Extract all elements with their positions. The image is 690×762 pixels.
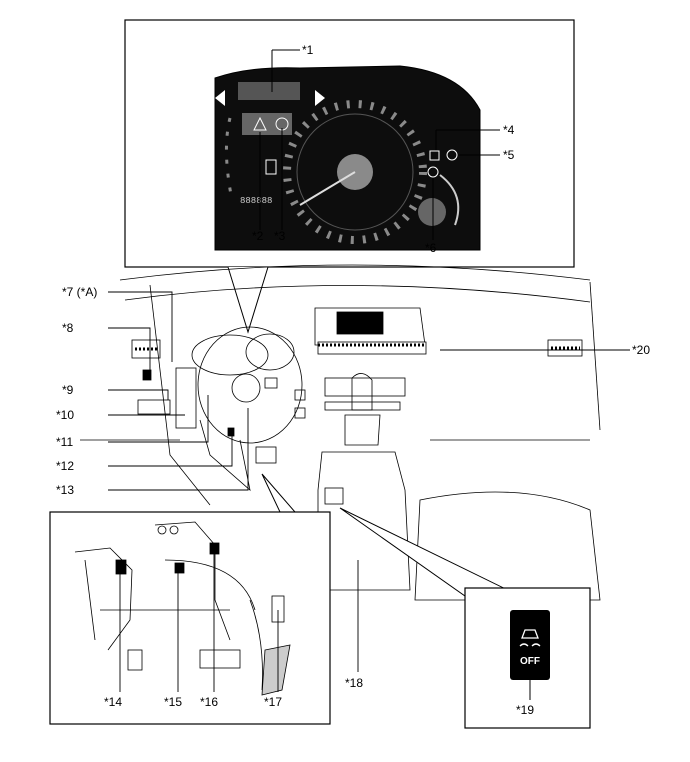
leader-13 bbox=[108, 408, 249, 491]
master-warning-icon bbox=[253, 116, 267, 131]
leader-11 bbox=[108, 395, 209, 443]
vsc-warning-icon bbox=[429, 150, 440, 161]
check-engine-icon bbox=[427, 166, 439, 178]
callout-20: *20 bbox=[632, 343, 651, 357]
leader-12 bbox=[108, 432, 233, 467]
leader-8 bbox=[108, 327, 151, 370]
callout-11: *11 bbox=[56, 435, 74, 449]
callout-17: *17 bbox=[264, 695, 283, 709]
leader-9 bbox=[108, 389, 169, 400]
callout-9: *9 bbox=[62, 383, 74, 397]
indicator-panel bbox=[242, 113, 292, 135]
shift-indicator-icon bbox=[265, 159, 277, 175]
instrument-cluster: 888888 bbox=[214, 65, 481, 251]
callout-2: *2 bbox=[252, 229, 264, 243]
callout-16: *16 bbox=[200, 695, 219, 709]
traction-off-switch: OFF bbox=[510, 610, 550, 680]
fuel-gauge bbox=[439, 174, 460, 226]
pedal-drawing bbox=[74, 521, 291, 696]
pedal-inset-frame bbox=[49, 511, 331, 725]
gauge-needle bbox=[299, 171, 356, 206]
callout-19: *19 bbox=[516, 703, 535, 717]
traction-off-icon bbox=[519, 629, 541, 647]
callout-10: *10 bbox=[56, 408, 75, 422]
switch-off-label: OFF bbox=[520, 656, 540, 667]
callout-15: *15 bbox=[164, 695, 183, 709]
callout-14: *14 bbox=[104, 695, 123, 709]
callout-1: *1 bbox=[302, 43, 314, 57]
callout-3: *3 bbox=[274, 229, 286, 243]
callout-4: *4 bbox=[503, 123, 515, 137]
callout-5: *5 bbox=[503, 148, 515, 162]
callout-6: *6 bbox=[425, 241, 437, 255]
callout-7: *7 (*A) bbox=[62, 285, 98, 299]
odometer-readout: 888888 bbox=[240, 196, 272, 206]
dashboard-drawing bbox=[80, 264, 601, 601]
callout-13: *13 bbox=[56, 483, 75, 497]
speedometer-gauge bbox=[283, 100, 427, 244]
switch-inset-pointer bbox=[339, 507, 521, 597]
callout-18: *18 bbox=[345, 676, 364, 690]
turn-right-icon bbox=[315, 90, 325, 106]
leader-7 bbox=[108, 291, 173, 362]
callout-12: *12 bbox=[56, 459, 75, 473]
turn-left-icon bbox=[215, 90, 225, 106]
slip-indicator-icon bbox=[446, 149, 458, 161]
multi-info-display bbox=[238, 82, 300, 100]
callout-8: *8 bbox=[62, 321, 74, 335]
fuel-gauge-hub bbox=[418, 198, 446, 226]
inset-pointer bbox=[227, 266, 269, 334]
